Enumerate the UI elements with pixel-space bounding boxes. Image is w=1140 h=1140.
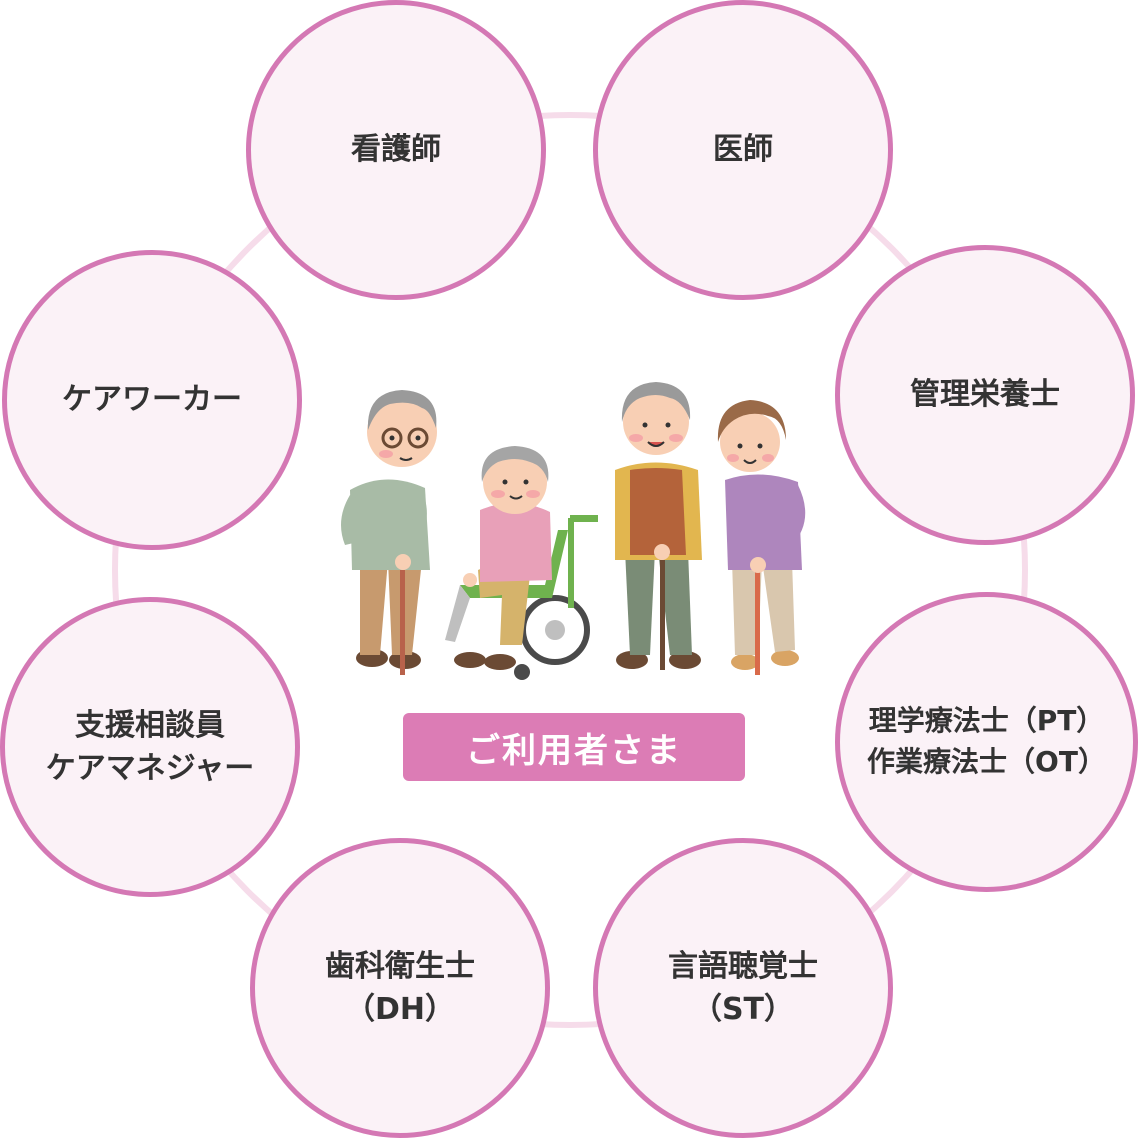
center-label-users: ご利用者さま — [403, 713, 745, 781]
node-doctor: 医師 — [593, 0, 893, 300]
node-therapist: 理学療法士（PT） 作業療法士（OT） — [835, 592, 1138, 892]
dietitian-label: 管理栄養士 — [910, 377, 1060, 413]
elderly-woman-with-cane-figure — [717, 400, 806, 675]
consultant-label-line1: 支援相談員 — [75, 707, 225, 743]
node-dental-hygienist: 歯科衛生士 （DH） — [250, 838, 550, 1138]
node-dietitian: 管理栄養士 — [835, 245, 1135, 545]
care-worker-label: ケアワーカー — [62, 382, 242, 418]
speech-label-line2: （ST） — [691, 992, 795, 1027]
speech-label-line1: 言語聴覚士 — [668, 948, 818, 984]
elderly-users-illustration — [341, 382, 806, 680]
nurse-label: 看護師 — [351, 132, 441, 168]
elderly-man-in-vest-figure — [615, 382, 702, 670]
node-consultant: 支援相談員 ケアマネジャー — [0, 597, 300, 897]
hygienist-label-line2: （DH） — [344, 992, 455, 1027]
node-speech-therapist: 言語聴覚士 （ST） — [593, 838, 893, 1138]
elderly-man-with-cane-figure — [341, 390, 437, 675]
node-care-worker: ケアワーカー — [2, 250, 302, 550]
therapist-label-line1: 理学療法士（PT） — [868, 704, 1105, 738]
consultant-label-line2: ケアマネジャー — [45, 751, 255, 786]
woman-in-wheelchair-figure — [445, 446, 598, 680]
doctor-label: 医師 — [713, 132, 773, 168]
node-nurse: 看護師 — [246, 0, 546, 300]
hygienist-label-line1: 歯科衛生士 — [325, 948, 475, 984]
therapist-label-line2: 作業療法士（OT） — [867, 745, 1106, 778]
